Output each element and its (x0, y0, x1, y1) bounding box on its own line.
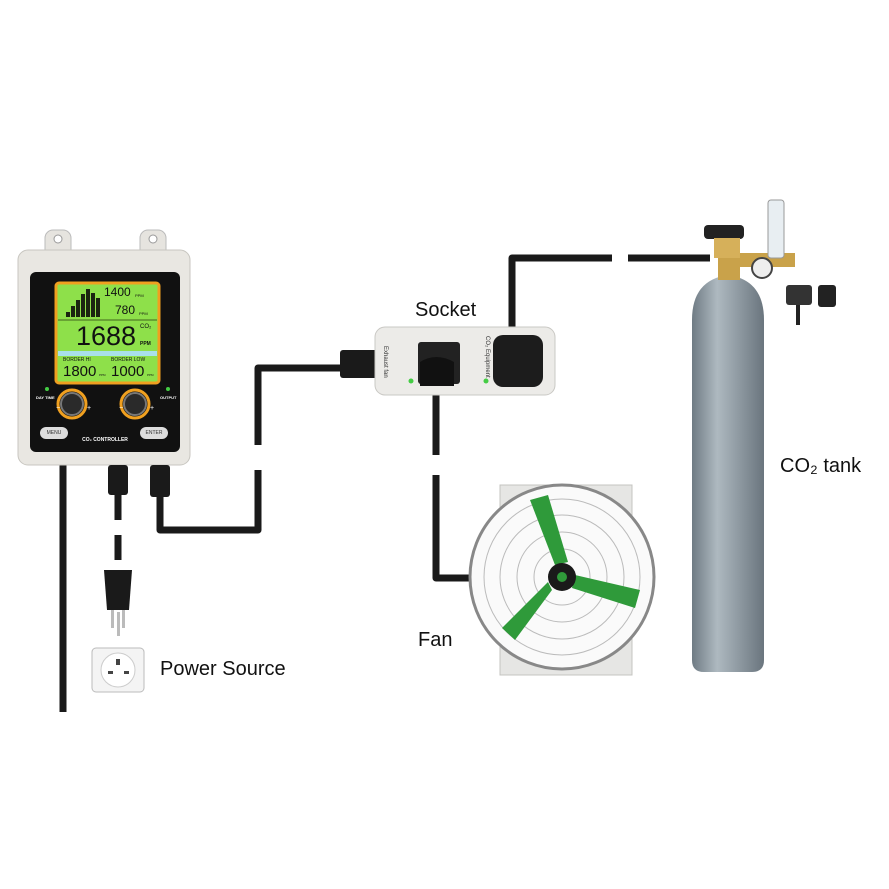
fan-cable-b (432, 475, 472, 582)
power-plug (104, 570, 132, 636)
power-source-label: Power Source (160, 658, 286, 680)
power-plug-top (108, 465, 128, 495)
enter-button-shape (140, 427, 168, 439)
lcd-co2-label: CO₂ (140, 324, 152, 330)
controller-output-cable-b (254, 364, 345, 445)
lcd-border-hi-value: 1800 (63, 363, 97, 380)
co2-controller (17, 229, 191, 497)
controller-name: CO₂ CONTROLLER (82, 437, 128, 443)
left-knob-plus: + (87, 405, 92, 412)
outlet-co2-equipment-label: CO₂ Equipment (484, 336, 490, 378)
socket-label: Socket (415, 299, 477, 321)
lcd-hi-unit: PPM (99, 373, 106, 377)
lcd-border-low-label: BORDER LOW (111, 357, 146, 363)
right-knob-plus: + (150, 405, 155, 412)
lcd-min-value: 780 (115, 303, 136, 317)
output-plug-top (150, 465, 170, 497)
enter-button[interactable]: ENTER (145, 430, 163, 436)
output-label: OUTPUT (160, 395, 177, 400)
lcd-border-hi-label: BORDER HI (63, 357, 91, 363)
co2-tank-label: CO₂ tank (780, 455, 862, 477)
socket-strip (340, 326, 556, 396)
lcd-current-co2: 1688 (76, 321, 137, 351)
fan (468, 483, 656, 676)
left-knob[interactable] (56, 388, 88, 420)
lcd-max-value: 1400 (104, 285, 131, 299)
lcd-border-low-value: 1000 (111, 363, 145, 380)
outlet-exhaust-fan-label: Exhaust fan (382, 346, 388, 378)
menu-button-shape (40, 427, 68, 439)
right-knob[interactable] (119, 388, 151, 420)
lcd-max-unit: PPM (135, 293, 144, 298)
day-time-label: DAY TIME (36, 395, 55, 400)
cables (59, 254, 710, 712)
co2-cable-a (508, 254, 612, 330)
right-knob-minus: − (119, 405, 124, 412)
lcd-min-unit: PPM (139, 311, 148, 316)
left-knob-minus: − (56, 405, 61, 412)
lcd-low-unit: PPM (147, 373, 154, 377)
lcd-histogram (66, 289, 100, 317)
fan-label: Fan (418, 629, 453, 651)
power-outlet-icon (91, 647, 145, 693)
co2-tank (692, 199, 836, 672)
menu-button[interactable]: MENU (46, 430, 62, 436)
controller-output-cable-a (156, 470, 262, 534)
lcd-current-unit: PPM (140, 341, 151, 347)
